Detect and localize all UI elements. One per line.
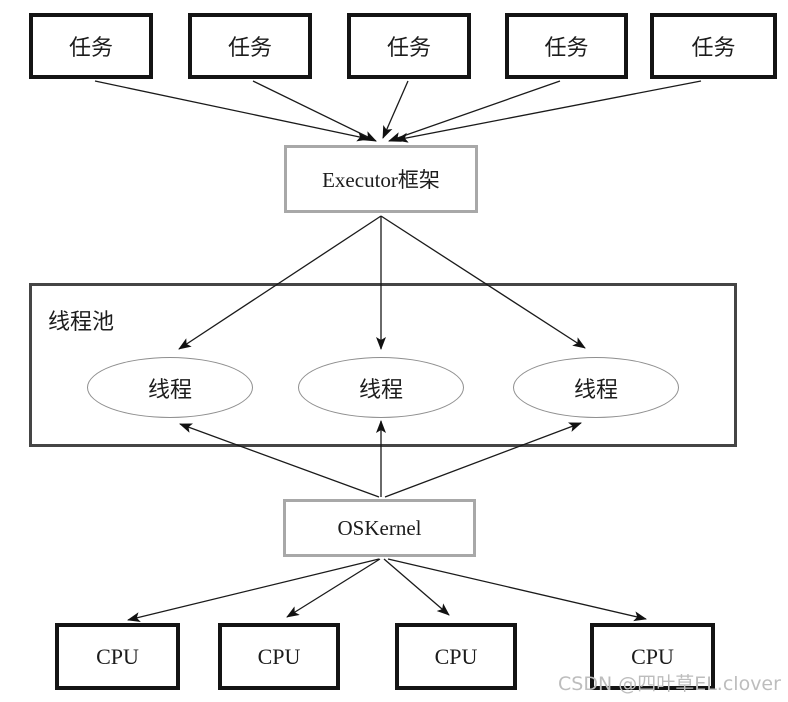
- cpu-box-1: CPU: [55, 623, 180, 690]
- thread-ellipse-3: 线程: [513, 357, 679, 418]
- arrow-task-3-executor: [382, 80, 409, 139]
- task-box-1: 任务: [29, 13, 153, 79]
- arrow-kernel-cpu-3: [383, 558, 450, 616]
- oskernel-box: OSKernel: [283, 499, 476, 557]
- thread-label: 线程: [573, 376, 618, 402]
- task-label: 任务: [227, 35, 272, 60]
- executor-box: Executor框架: [284, 145, 478, 213]
- task-label: 任务: [386, 35, 431, 60]
- task-label: 任务: [68, 35, 113, 60]
- task-label: 任务: [691, 35, 736, 60]
- watermark-text: CSDN @四叶草EL.clover: [558, 673, 781, 695]
- cpu-label: CPU: [631, 643, 674, 669]
- task-box-3: 任务: [347, 13, 471, 79]
- arrow-kernel-cpu-2: [286, 558, 381, 618]
- cpu-box-4: CPU: [590, 623, 715, 690]
- arrow-task-1-executor: [94, 80, 370, 142]
- task-box-2: 任务: [188, 13, 312, 79]
- arrow-task-4-executor: [388, 80, 561, 142]
- executor-label: Executor框架: [322, 168, 440, 192]
- thread-label: 线程: [358, 376, 403, 402]
- thread-ellipse-2: 线程: [298, 357, 464, 418]
- task-box-5: 任务: [650, 13, 777, 79]
- cpu-label: CPU: [257, 643, 301, 669]
- cpu-label: CPU: [434, 643, 478, 669]
- arrow-kernel-cpu-4: [387, 558, 647, 622]
- cpu-box-2: CPU: [218, 623, 340, 690]
- thread-pool-label: 线程池: [48, 309, 115, 334]
- task-box-4: 任务: [505, 13, 628, 79]
- arrow-task-5-executor: [395, 80, 702, 143]
- thread-ellipse-1: 线程: [87, 357, 253, 418]
- oskernel-label: OSKernel: [337, 515, 422, 540]
- thread-label: 线程: [147, 376, 192, 402]
- task-label: 任务: [544, 35, 589, 60]
- arrow-kernel-cpu-1: [127, 558, 380, 623]
- cpu-label: CPU: [96, 643, 139, 669]
- cpu-box-3: CPU: [395, 623, 517, 690]
- arrow-task-2-executor: [252, 80, 377, 142]
